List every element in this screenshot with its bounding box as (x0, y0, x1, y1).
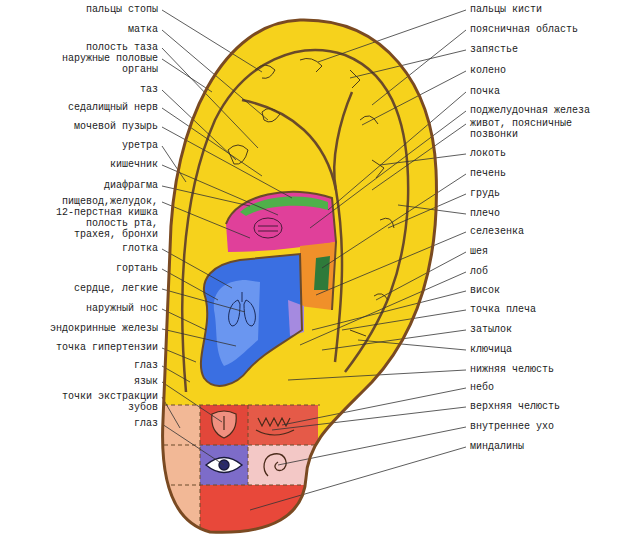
organ-label: печень (470, 168, 506, 179)
ear-outline (163, 20, 437, 532)
organ-label: внутреннее ухо (470, 421, 554, 432)
organ-label: полость таза (86, 42, 158, 53)
organ-label: сердце, легкие (74, 283, 158, 294)
organ-label: наружные половые органы (58, 53, 158, 75)
organ-sketches (228, 58, 394, 336)
organ-label: глотка (122, 243, 158, 254)
organ-label: шея (470, 246, 488, 257)
inner-ear-icon (264, 454, 286, 476)
organ-label: кишечник (110, 159, 158, 170)
organ-label: ключица (470, 344, 512, 355)
organ-label: мочевой пузырь (74, 121, 158, 132)
organ-label: верхняя челюсть (470, 401, 560, 412)
jaw-icon (256, 418, 294, 435)
organ-label: почка (470, 86, 500, 97)
organ-label: наружный нос (86, 303, 158, 314)
organ-label: точки экстракции зубов (58, 391, 158, 413)
organ-label: нижняя челюсть (470, 364, 554, 375)
lobe-grid (150, 405, 320, 538)
lungs-icon (229, 292, 256, 326)
organ-label: поджелудочная железа (470, 105, 590, 116)
organ-label: седалищный нерв (68, 102, 158, 113)
organ-label: эндокринные железы (50, 323, 158, 334)
organ-label: затылок (470, 324, 512, 335)
organ-label: точка гипертензии (56, 342, 158, 353)
organ-label: глаз (134, 360, 158, 371)
organ-label: селезенка (470, 226, 524, 237)
organ-label: живот, поясничные позвонки (470, 118, 580, 140)
organ-label: гортань (116, 263, 158, 274)
organ-label: пальцы стопы (86, 4, 158, 15)
organ-label: глаз (134, 418, 158, 429)
organ-label: колено (470, 65, 506, 76)
organ-label: плечо (470, 208, 500, 219)
organ-label: висок (470, 285, 500, 296)
tongue-icon (212, 411, 237, 438)
ear-border (163, 20, 437, 532)
organ-label: пищевод,желудок, 12-перстная кишка полос… (50, 196, 158, 240)
organ-label: лоб (470, 266, 488, 277)
concha (201, 192, 336, 386)
organ-label: поясничная область (470, 24, 578, 35)
organ-label: язык (134, 376, 158, 387)
organ-label: миндалины (470, 441, 524, 452)
organ-label: локоть (470, 148, 506, 159)
organ-label: грудь (470, 188, 500, 199)
organ-label: точка плеча (470, 304, 536, 315)
organ-label: пальцы кисти (470, 4, 542, 15)
organ-label: уретра (122, 140, 158, 151)
stomach-icon (254, 218, 282, 238)
organ-label: диафрагма (104, 180, 158, 191)
organ-label: таз (140, 84, 158, 95)
organ-label: запястье (470, 44, 518, 55)
organ-label: небо (470, 382, 494, 393)
helix-lines (182, 50, 408, 392)
organ-label: матка (128, 24, 158, 35)
